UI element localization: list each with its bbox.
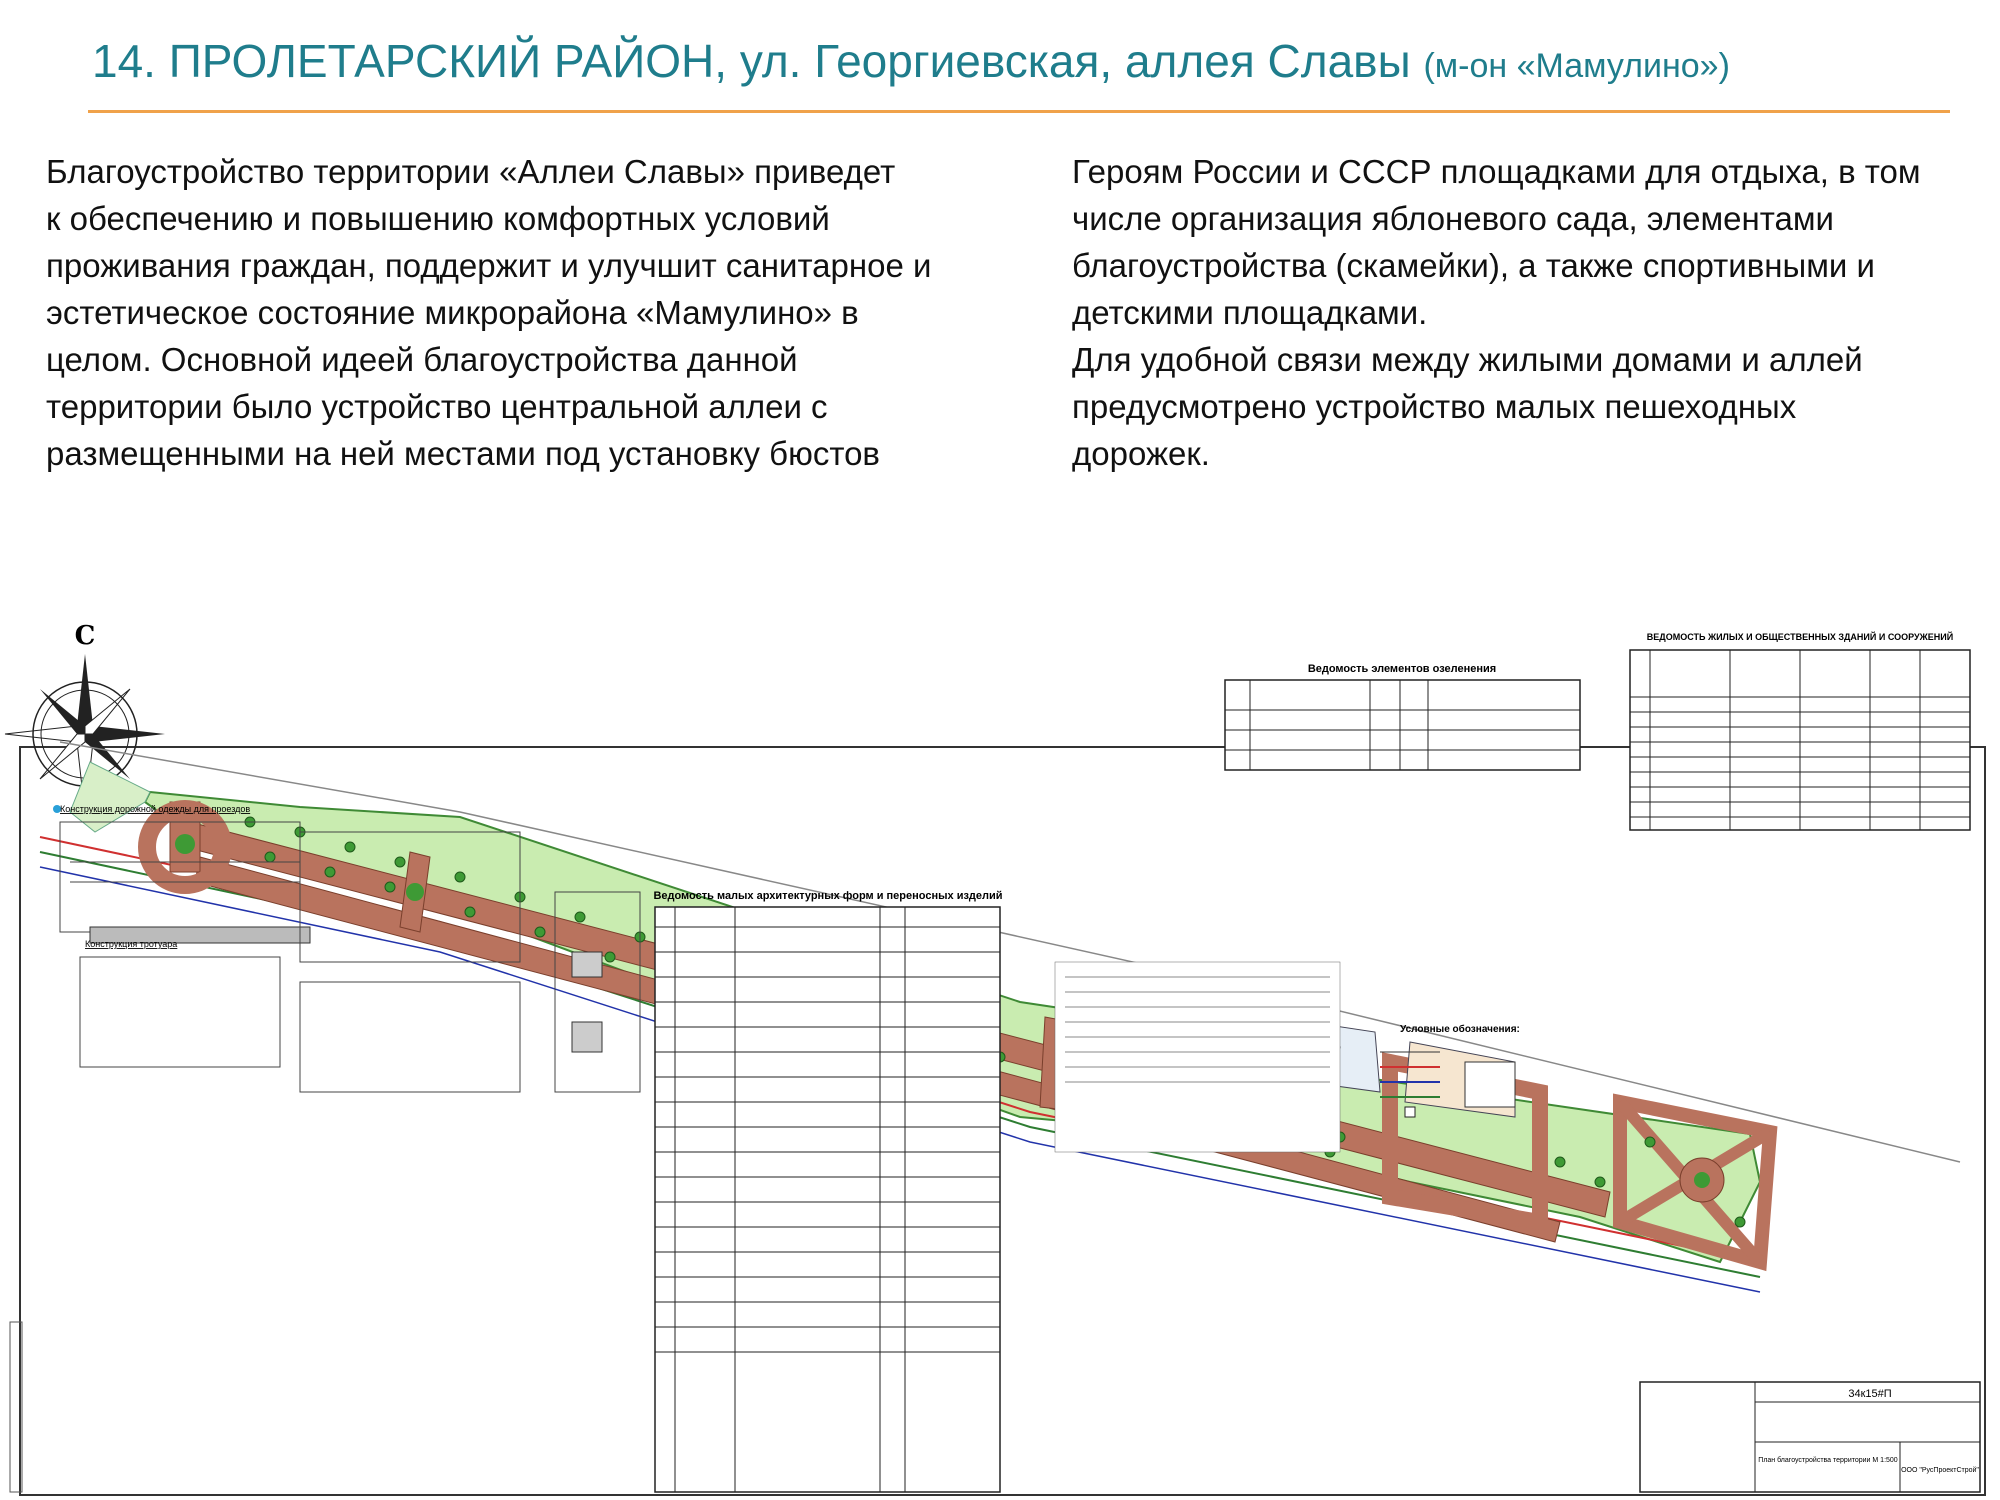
title-subtitle: (м-он «Мамулино») [1423, 47, 1730, 85]
text-line: эстетическое состояние микрорайона «Маму… [46, 294, 859, 331]
compass-rose-icon [4, 654, 165, 815]
text-line: Благоустройство территории «Аллеи Славы»… [46, 153, 896, 190]
text-line: территории было устройство центральной а… [46, 388, 828, 425]
maf-table-title: Ведомость малых архитектурных форм и пер… [653, 890, 1002, 902]
text-line: размещенными на ней местами под установк… [46, 435, 880, 472]
lawn-area-left [69, 761, 151, 833]
alley-loop [138, 800, 232, 894]
buildings-table: ВЕДОМОСТЬ ЖИЛЫХ И ОБЩЕСТВЕННЫХ ЗДАНИЙ И … [1629, 631, 1971, 831]
legend-block: Условные обозначения: [1380, 1023, 1520, 1118]
title-divider [88, 110, 1950, 113]
compass-north-label: С [75, 622, 96, 651]
text-line: Героям России и СССР площадками для отды… [1072, 153, 1921, 190]
stamp-sheet-title: План благоустройства территории М 1:500 [1758, 1456, 1898, 1464]
text-line: благоустройства (скамейки), а также спор… [1072, 247, 1875, 284]
site-plan-drawing: С [4, 622, 1986, 1496]
text-line: предусмотрено устройство малых пешеходны… [1072, 388, 1797, 425]
title-main: 14. ПРОЛЕТАРСКИЙ РАЙОН, ул. Георгиевская… [92, 35, 1411, 87]
text-line: детскими площадками. [1072, 294, 1428, 331]
text-line: дорожек. [1072, 435, 1210, 472]
title-stamp: 34к15#П План благоустройства территории … [1639, 1381, 1981, 1493]
road-section-title: Конструкция дорожной одежды для проездов [60, 804, 250, 814]
road-section-detail: Конструкция дорожной одежды для проездов [59, 804, 311, 944]
center-tree-icon [1694, 1172, 1710, 1188]
text-line: к обеспечению и повышению комфортных усл… [46, 200, 830, 237]
notes-block [1054, 961, 1341, 1153]
text-line: проживания граждан, поддержит и улучшит … [46, 247, 932, 284]
text-line: целом. Основной идеей благоустройства да… [46, 341, 798, 378]
planting-table-title: Ведомость элементов озеленения [1308, 663, 1496, 675]
description-column-left: Благоустройство территории «Аллеи Славы»… [46, 148, 1046, 477]
description-column-right: Героям России и СССР площадками для отды… [1072, 148, 1972, 477]
side-stamp [9, 1321, 23, 1493]
sidewalk-section-title: Конструкция тротуара [85, 939, 177, 949]
road-line [59, 741, 1961, 1163]
text-line: Для удобной связи между жилыми домами и … [1072, 341, 1863, 378]
sidewalk-section-detail: Конструкция тротуара [79, 831, 641, 1093]
cross-tree-icon [406, 883, 424, 901]
stamp-code: 34к15#П [1848, 1388, 1891, 1400]
page-title: 14. ПРОЛЕТАРСКИЙ РАЙОН, ул. Георгиевская… [92, 34, 1730, 88]
legend-title: Условные обозначения: [1400, 1023, 1520, 1035]
loop-tree-icon [175, 834, 195, 854]
planting-table: Ведомость элементов озеленения [1224, 663, 1581, 771]
stamp-company: ООО "РусПроектСтрой" [1901, 1466, 1979, 1474]
sport-equipment [1464, 1061, 1516, 1108]
text-line: числе организация яблоневого сада, элеме… [1072, 200, 1834, 237]
maf-table: Ведомость малых архитектурных форм и пер… [653, 890, 1003, 1493]
buildings-table-title: ВЕДОМОСТЬ ЖИЛЫХ И ОБЩЕСТВЕННЫХ ЗДАНИЙ И … [1647, 631, 1953, 642]
